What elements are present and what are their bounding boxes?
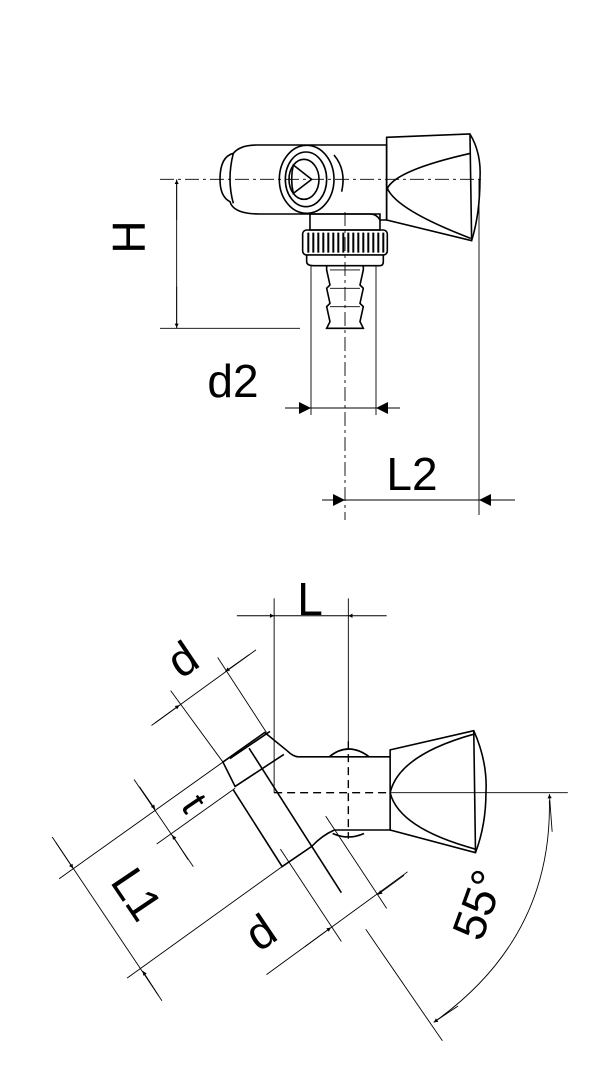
- top-view: [160, 134, 483, 328]
- union-nut: [303, 214, 388, 266]
- label-l2: L2: [386, 448, 437, 500]
- bottom-view-dimensions: [52, 650, 552, 1041]
- label-h: H: [103, 220, 155, 253]
- bottom-view-labels: L d t L1 d 55°: [101, 573, 514, 961]
- label-d-bottom: d: [235, 903, 285, 960]
- label-l: L: [297, 573, 323, 625]
- label-l1: L1: [101, 858, 173, 930]
- handwheel-knob: [387, 134, 481, 241]
- label-d2: d2: [207, 355, 258, 407]
- valve-body-angled: [223, 731, 486, 893]
- label-d-top: d: [157, 630, 207, 687]
- top-view-dimensions: H d2 L2: [103, 179, 515, 520]
- valve-body: [220, 145, 387, 220]
- label-t: t: [172, 787, 215, 821]
- label-angle: 55°: [442, 863, 515, 946]
- bottom-view: [52, 598, 568, 1040]
